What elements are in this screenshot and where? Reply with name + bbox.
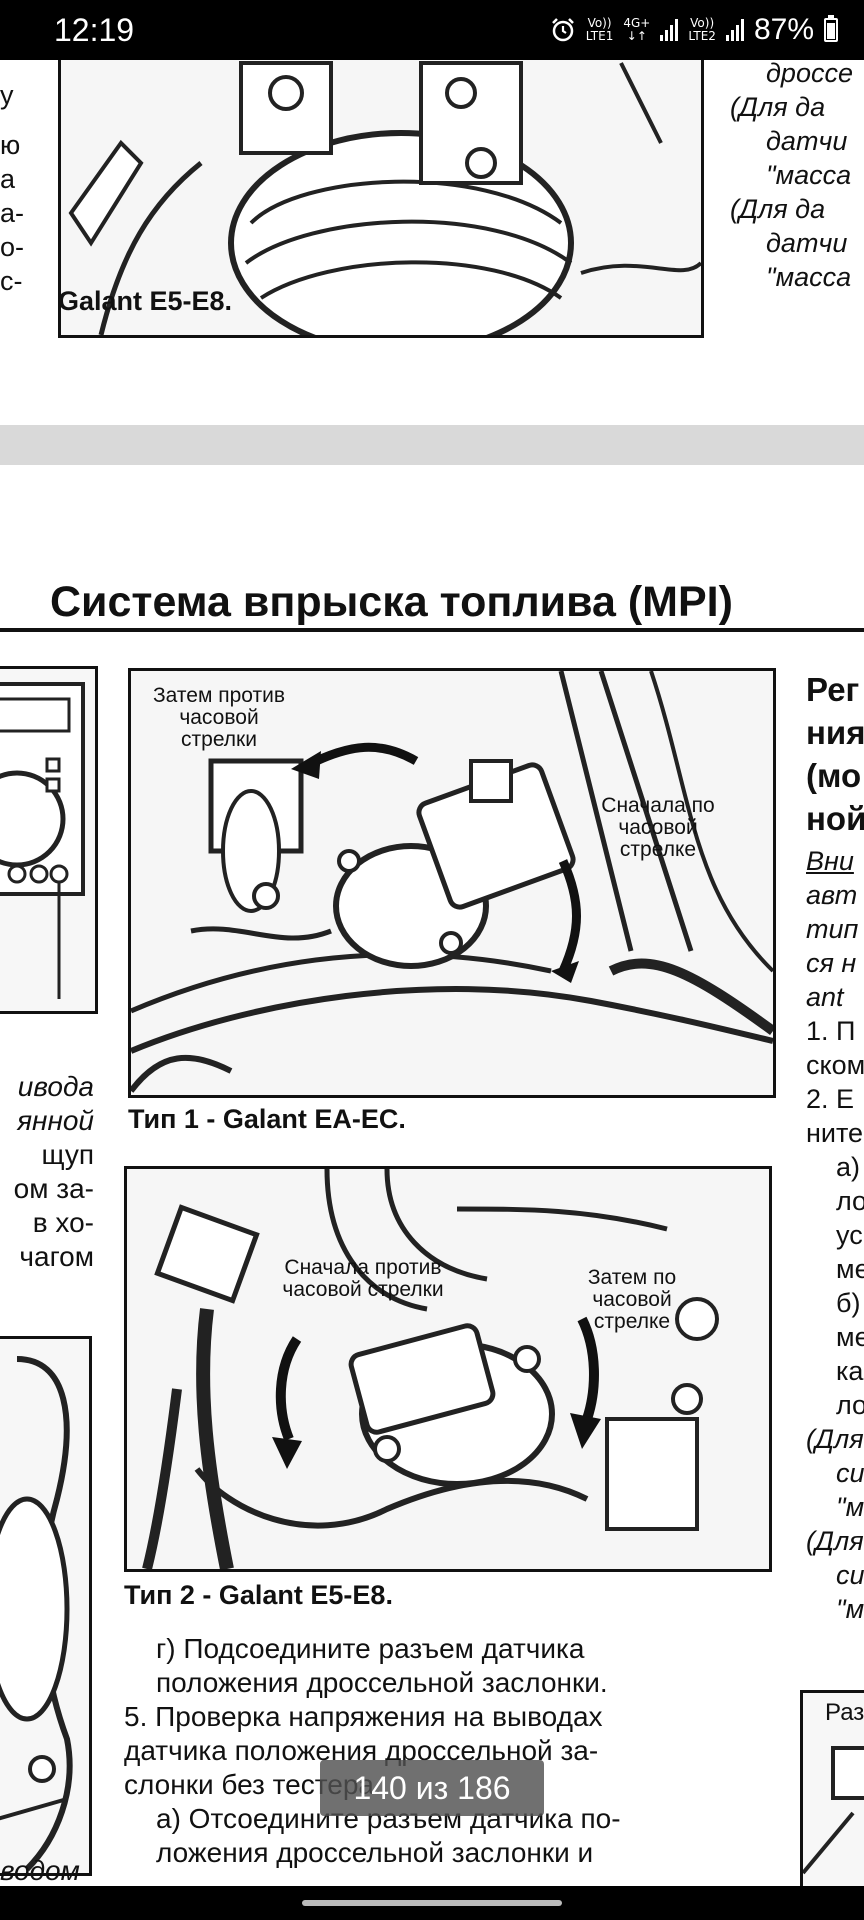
figure-1-caption: Тип 1 - Galant EA-EC. [128, 1104, 406, 1134]
page-indicator: 140 из 186 [320, 1760, 544, 1816]
right-column-fragments: Вни авт тип ся н ant 1. П ском 2. Е ните… [806, 846, 864, 1624]
multimeter-figure [0, 666, 98, 1014]
home-gesture-handle[interactable] [302, 1900, 562, 1906]
network-type: 4G+↓↑ [623, 16, 651, 43]
right-heading-fragments: Рег ния (мо ной [806, 671, 864, 837]
left-column-fragments: ивода янной щуп ом за- в хо- чагом [13, 1071, 94, 1272]
figure-2-caption: Тип 2 - Galant E5-E8. [124, 1580, 393, 1610]
battery-percent: 87% [753, 13, 814, 46]
previous-page[interactable]: у ю а а- о- с- Galant E5-E8. дроссе (Для… [0, 60, 864, 425]
status-bar: 12:19 Vo))LTE1 4G+↓↑ Vo))LTE2 87% [0, 0, 864, 60]
sim1-volte: Vo))LTE1 [585, 16, 614, 43]
fig1-label-first: Сначала по часовой стрелке [601, 794, 715, 861]
sim2-volte: Vo))LTE2 [688, 16, 716, 43]
prev-figure [58, 60, 704, 338]
navigation-bar [0, 1886, 864, 1920]
section-heading: Система впрыска топлива (MPI) [50, 578, 733, 626]
fig2-label-first: Сначала против часовой стрелки [282, 1256, 444, 1301]
alarm-icon [551, 18, 574, 42]
figure-type-1: Затем против часовой стрелки Сначала по … [128, 668, 776, 1098]
fig1-label-then: Затем против часовой стрелки [152, 684, 285, 751]
prev-figure-caption: Galant E5-E8. [58, 286, 233, 316]
right-partial-figure: Раз [800, 1690, 864, 1890]
fig2-label-then: Затем по часовой стрелке [587, 1266, 677, 1333]
figure-type-2: Сначала против часовой стрелки Затем по … [124, 1166, 772, 1572]
prev-right-fragments: дроссе (Для да датчи "масса (Для да датч… [730, 60, 853, 292]
prev-left-fragments: у ю а а- о- с- [0, 80, 25, 296]
right-figure-label: Раз [825, 1699, 864, 1726]
page-gap [0, 425, 864, 465]
left-bottom-fragment: водом [0, 1855, 80, 1886]
status-icons: Vo))LTE1 4G+↓↑ Vo))LTE2 87% [550, 10, 838, 50]
battery-icon [824, 15, 838, 42]
status-time: 12:19 [54, 12, 135, 48]
signal-2-icon [725, 19, 744, 41]
signal-1-icon [660, 19, 679, 41]
body-text: г) Подсоедините разъем датчика положения… [124, 1633, 621, 1868]
heading-rule [0, 628, 864, 632]
left-lower-figure [0, 1336, 92, 1876]
